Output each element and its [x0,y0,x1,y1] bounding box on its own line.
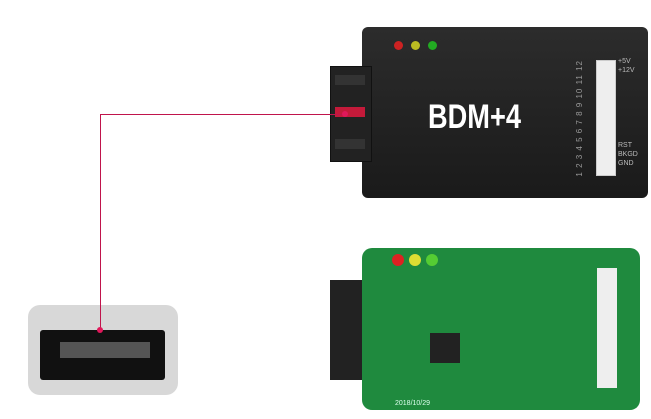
label-12v: +12V [618,67,635,74]
label-bkgd: BKGD [618,151,638,158]
label-5v: +5V [618,58,631,65]
device-title: BDM+4 [428,98,521,136]
port-pins [60,342,150,358]
callout-line-horizontal [100,114,346,115]
microcontroller-chip [430,333,460,363]
label-gnd: GND [618,160,634,167]
pcb-date: 2018/10/29 [395,400,431,407]
pcb-yellow-led [409,254,421,266]
pcb-board [362,248,640,410]
label-rst: RST [618,142,632,149]
callout-line-vertical [100,114,101,330]
yellow-led [411,41,420,50]
pcb-green-led [426,254,438,266]
green-led [428,41,437,50]
pin-header [596,60,616,176]
pcb-pin-header [597,268,617,388]
pin-numbers: 1 2 3 4 5 6 7 8 9 10 11 12 [575,60,584,177]
callout-dot-device [342,111,348,117]
pcb-red-led [392,254,404,266]
callout-dot-port [97,327,103,333]
red-led [394,41,403,50]
